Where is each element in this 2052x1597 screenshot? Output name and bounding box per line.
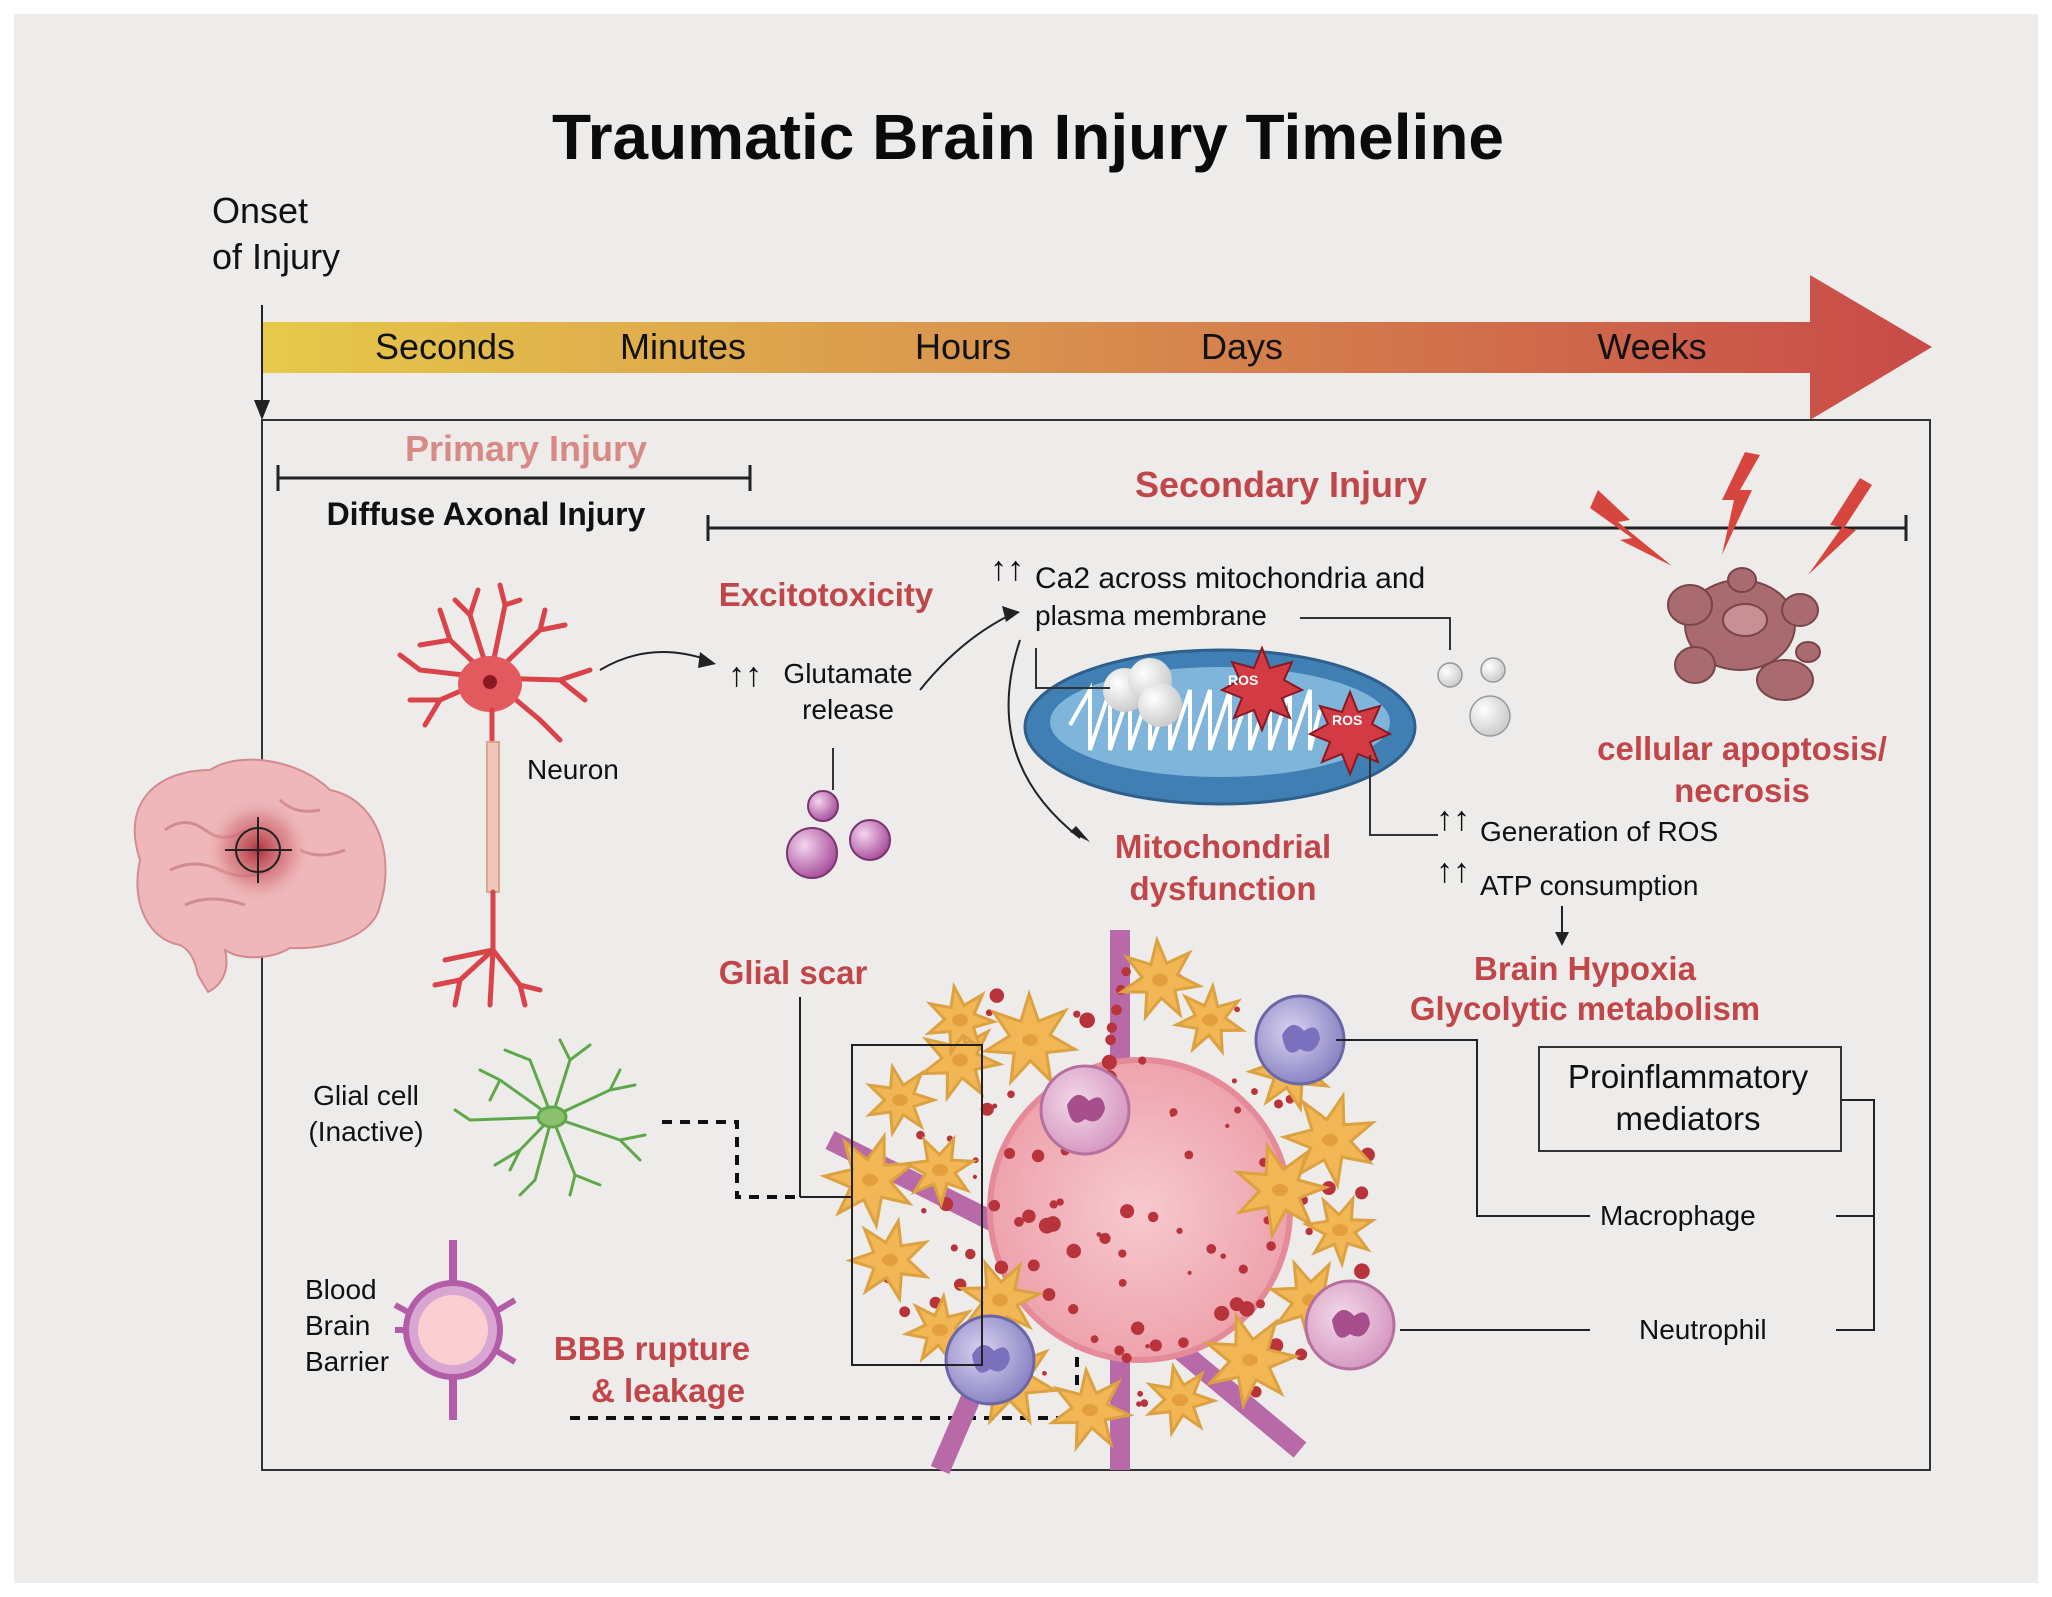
glial-cell-icon [453,1038,647,1197]
ca2-connector [1035,648,1110,689]
timeline-weeks: Weeks [1597,326,1707,367]
glial-cell-line1: Glial cell [313,1080,419,1111]
glutamate-line1: Glutamate [783,658,913,689]
calcium-ions [1437,657,1511,737]
ca2-line2: plasma membrane [1035,600,1267,631]
hypoxia-line2: Glycolytic metabolism [1409,990,1761,1027]
neutrophil-label: Neutrophil [1639,1314,1767,1345]
glial-dashed-connector [662,1120,800,1199]
primary-injury-label: Primary Injury [404,428,648,469]
glial-scar-inset [851,1044,983,1366]
mito-dysfunction-line1: Mitochondrial [1114,828,1332,865]
neuron-icon [397,582,593,1008]
page-title: Traumatic Brain Injury Timeline [552,101,1504,173]
atp-label: ATP consumption [1480,870,1699,901]
bbb-line1: Blood [305,1274,377,1305]
timeline-minutes: Minutes [619,326,747,367]
ca2-up-arrows: ↑↑ [990,550,1024,588]
ros-badge-2: ROS [1332,712,1363,728]
onset-label-line2: of Injury [212,236,341,277]
timeline-days: Days [1200,326,1284,367]
bbb-line3: Barrier [305,1346,390,1377]
secondary-injury-bracket [706,515,1908,541]
necrotic-cell-icon [1667,567,1821,701]
mitochondria-icon [1023,645,1417,806]
proinflammatory-bracket [1836,1099,1875,1331]
apoptosis-line2: necrosis [1674,772,1810,809]
bbb-vessel-icon [393,1240,517,1420]
glutamate-up-arrows: ↑↑ [728,656,762,694]
glial-scar-label: Glial scar [718,954,868,991]
proinflammatory-box [1538,1046,1842,1152]
apoptosis-line1: cellular apoptosis/ [1597,730,1887,767]
ca2-line1: Ca2 across mitochondria and [1035,562,1426,595]
macrophage-label: Macrophage [1600,1200,1756,1231]
bbb-line2: Brain [305,1310,371,1341]
arrow-glutamate-ca2 [919,614,1011,691]
diffuse-axonal-label: Diffuse Axonal Injury [326,496,646,532]
down-arrow-hypoxia [1555,906,1569,946]
hypoxia-line1: Brain Hypoxia [1474,950,1696,987]
neuron-label: Neuron [527,754,619,785]
brain-icon [133,758,387,994]
glutamate-molecules [786,790,891,879]
bbb-rupture-line2: & leakage [590,1372,746,1409]
mito-dysfunction-line2: dysfunction [1129,870,1317,907]
lightning-icons [1590,452,1872,575]
timeline-hours: Hours [914,326,1012,367]
timeline-seconds: Seconds [374,326,516,367]
glial-scar-lesion [819,930,1396,1474]
timeline-arrow [262,275,1932,420]
macrophage-connector [1336,1039,1590,1217]
onset-label-line1: Onset [212,190,309,231]
glial-cell-line2: (Inactive) [308,1116,424,1147]
plasma-membrane-connector [1300,617,1451,650]
secondary-injury-label: Secondary Injury [1134,464,1428,505]
arrow-neuron-excitotoxicity [599,651,709,671]
glutamate-line2: release [802,694,894,725]
ros-up-arrows: ↑↑ [1436,800,1470,838]
ros-connector [1369,755,1438,836]
onset-marker [254,305,270,420]
excitotoxicity-label: Excitotoxicity [718,576,934,613]
primary-injury-bracket [276,465,752,491]
proinflammatory-line1: Proinflammatory [1567,1058,1809,1095]
arrow-ca2-mito-dysfunction [1007,639,1081,839]
generation-ros-label: Generation of ROS [1480,816,1719,847]
bbb-rupture-line1: BBB rupture [553,1330,751,1367]
ros-badge-1: ROS [1228,672,1259,688]
proinflammatory-line2: mediators [1615,1100,1761,1137]
atp-up-arrows: ↑↑ [1436,852,1470,890]
